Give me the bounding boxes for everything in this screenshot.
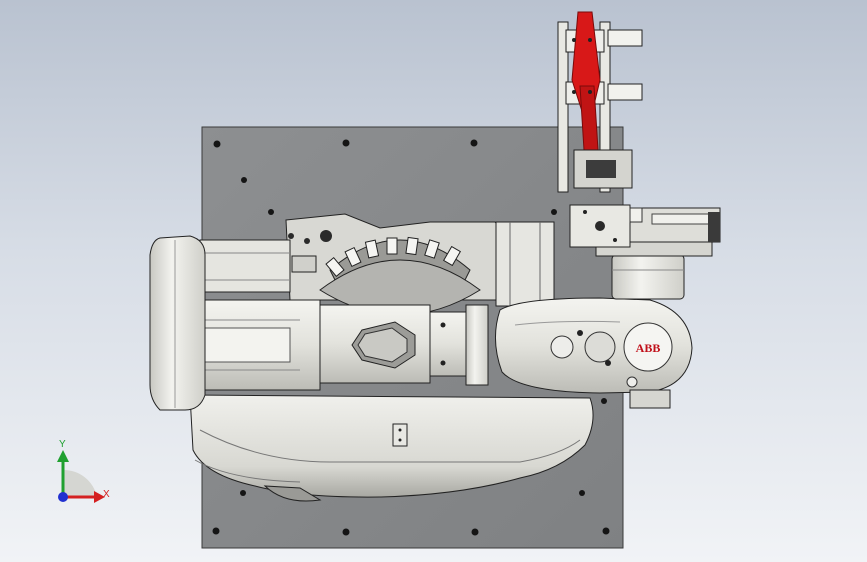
- plate-bolt-holes: [212, 139, 610, 536]
- rear-motor-cover[interactable]: [149, 235, 206, 411]
- gear-slots: [325, 236, 462, 278]
- forearm-wrist[interactable]: ABB: [494, 297, 693, 409]
- brand-logo: ABB: [636, 341, 661, 355]
- axis-y-label: Y: [59, 439, 66, 450]
- axis-triad: Y X: [57, 439, 110, 503]
- upper-arm[interactable]: [189, 299, 489, 391]
- gripper-assembly[interactable]: [557, 11, 643, 193]
- tool-flange[interactable]: [569, 204, 721, 300]
- base-gear-housing[interactable]: [285, 213, 555, 316]
- axis-motor[interactable]: [199, 239, 317, 293]
- axis-x-label: X: [103, 489, 110, 500]
- lower-link-housing[interactable]: [189, 394, 594, 502]
